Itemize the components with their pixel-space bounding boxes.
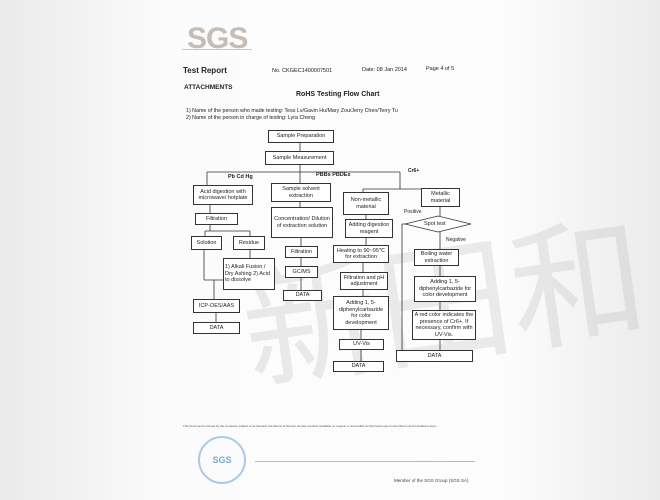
person-in-charge: 2) Name of the person in charge of testi… [186, 115, 316, 121]
pbb-data-box: DATA [283, 290, 322, 301]
dpc-box-metal: Adding 1, 5-diphenylcarbazide for color … [414, 276, 476, 302]
positive-label: Positive [404, 209, 422, 215]
concentration-box: Concentration/ Dilution of extraction so… [271, 207, 333, 238]
stamp-text: SGS [212, 455, 232, 465]
pbb-filtration-box: Filtration [285, 246, 318, 258]
heating-box: Heating to 90~95℃ for extraction [333, 245, 389, 263]
tester-names: 1) Name of the person who made testing: … [186, 108, 398, 114]
metals-data-box: DATA [193, 322, 240, 334]
residue-box: Residue [233, 236, 265, 250]
solvent-extraction-box: Sample solvent extraction [271, 183, 331, 202]
ph-adjustment-box: Filtration and pH adjustment [340, 272, 388, 290]
gcms-box: GC/MS [285, 266, 318, 278]
report-number: No. CKGEC1400007501 [272, 68, 333, 74]
branch-label-cr: Cr6+ [408, 168, 420, 174]
flow-chart-title: RoHS Testing Flow Chart [296, 91, 380, 98]
uv-vis-box: UV-Vis [339, 339, 384, 350]
metallic-box: Metallic material [421, 188, 460, 207]
icp-box: ICP-OES/AAS [193, 299, 240, 313]
metal-data-box: DATA [396, 350, 473, 362]
footer-rule [255, 461, 475, 462]
page-number: Page 4 of 5 [426, 66, 455, 72]
section-heading: ATTACHMENTS [184, 84, 233, 91]
sgs-stamp: SGS [198, 436, 246, 484]
branch-label-metals: Pb Cd Hg [228, 174, 253, 180]
dpc-box-nonmetal: Adding 1, 5-diphenylcarbazide for color … [333, 296, 389, 330]
digestion-reagent-box: Adding digestion reagent [345, 219, 393, 238]
negative-label: Negative [446, 237, 466, 243]
solution-box: Solution [191, 236, 222, 250]
acid-digestion-box: Acid digestion with microwave/ hotplate [193, 185, 253, 205]
footer-disclaimer: This document is issued by the Company s… [183, 424, 440, 428]
spot-test-decision: Spot test [424, 221, 446, 227]
red-color-box: A red color indicates the presence of Cr… [412, 310, 476, 340]
sample-measurement-box: Sample Measurement [265, 151, 334, 165]
nonmetal-data-box: DATA [333, 361, 384, 372]
filtration-box: Filtration [195, 213, 238, 225]
report-title: Test Report [183, 66, 227, 75]
sample-preparation-box: Sample Preparation [268, 130, 334, 143]
branch-label-pbb: PBBs PBDEs [316, 172, 351, 178]
report-date: Date: 08 Jan 2014 [362, 67, 407, 73]
non-metallic-box: Non-metallic material [343, 192, 389, 215]
sgs-member-text: Member of the SGS Group (SGS SA) [394, 478, 469, 483]
logo-rule [182, 49, 252, 50]
boiling-water-box: Boiling water extraction [414, 249, 459, 266]
alkali-fusion-box: 1) Alkali Fusion / Dry Ashing 2) Acid to… [223, 258, 275, 290]
